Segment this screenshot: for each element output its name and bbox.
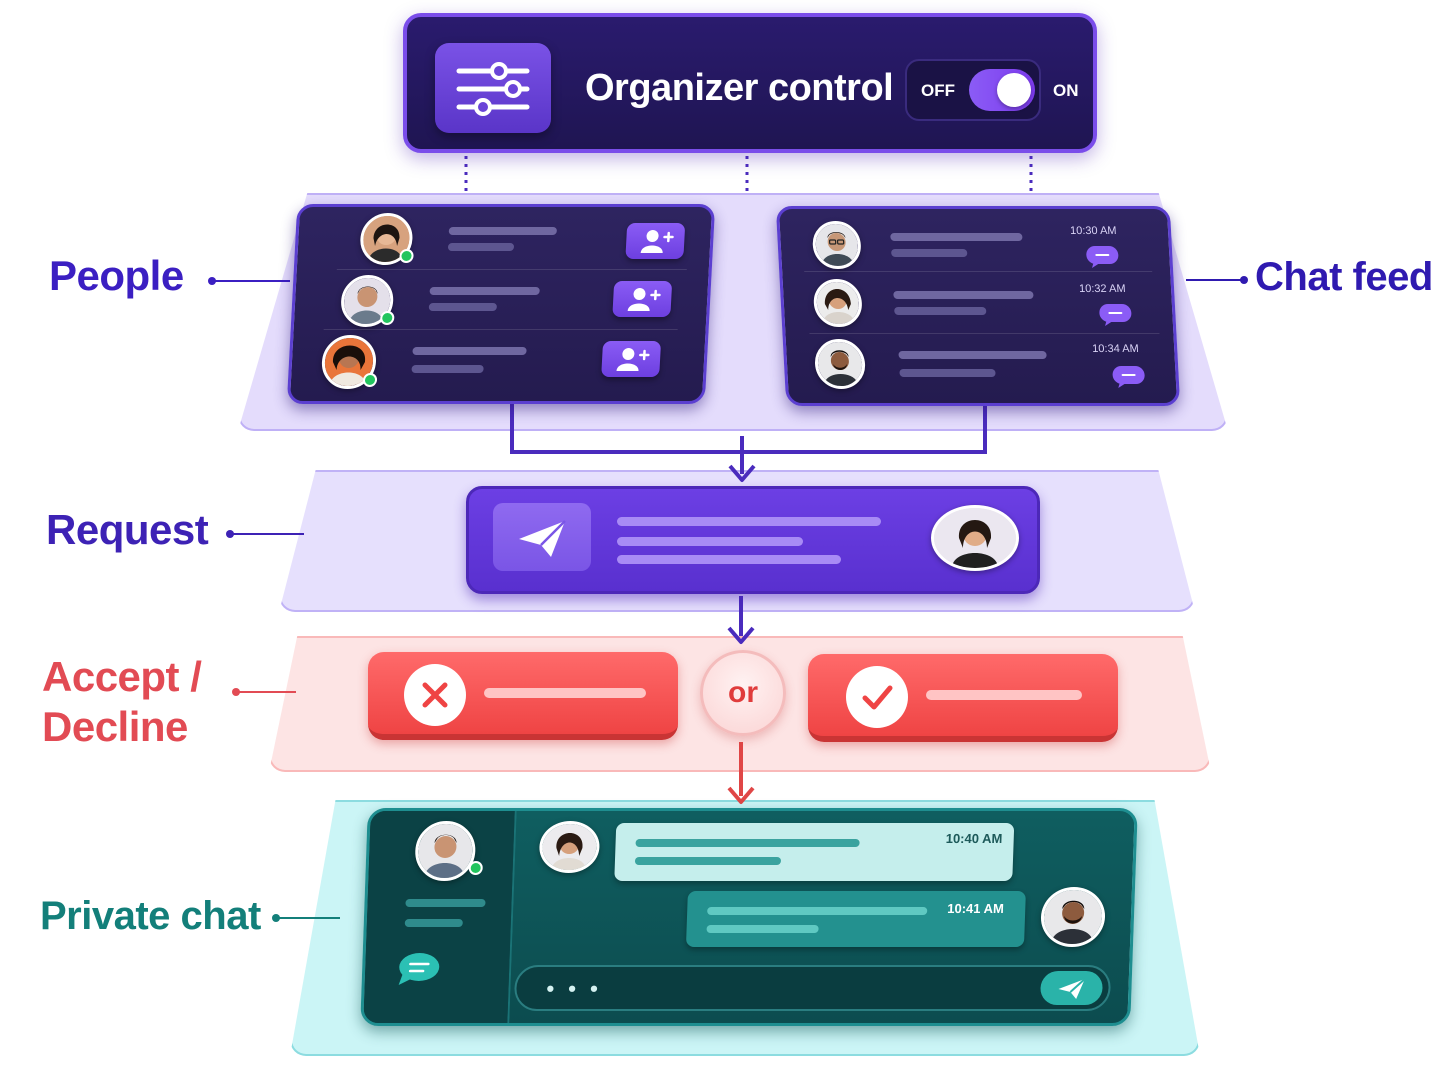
chat-bubble-icon[interactable]: [1085, 245, 1120, 268]
avatar: [1039, 887, 1107, 947]
check-icon: [846, 666, 908, 728]
organizer-toggle[interactable]: OFF: [905, 59, 1041, 121]
accept-button[interactable]: [808, 654, 1118, 742]
online-status-dot: [399, 249, 414, 263]
online-status-dot: [379, 311, 395, 325]
accept-decline-label-text: Accept / Decline: [42, 653, 202, 750]
row-divider: [809, 333, 1160, 334]
people-list-card: [286, 204, 716, 404]
people-label: People: [49, 252, 184, 299]
or-text: or: [728, 676, 758, 709]
placeholder-line: [634, 857, 782, 865]
placeholder-line: [890, 233, 1023, 241]
accept-decline-label: Accept / Decline: [42, 652, 242, 752]
placeholder-line: [447, 243, 515, 251]
chat-bubble-icon[interactable]: [1111, 365, 1146, 388]
outgoing-message: 10:41 AM: [685, 891, 1026, 947]
placeholder-line: [428, 303, 498, 311]
add-user-icon: [627, 288, 661, 311]
private-chat-window: 10:40 AM 10:41 AM • • •: [360, 808, 1138, 1026]
add-user-button[interactable]: [625, 223, 686, 259]
close-icon: [404, 664, 466, 726]
avatar: [359, 213, 414, 265]
row-divider: [323, 329, 678, 330]
placeholder-line: [707, 907, 928, 915]
row-divider: [804, 271, 1153, 272]
placeholder-line: [617, 555, 841, 564]
placeholder-line: [404, 919, 463, 927]
request-label: Request: [46, 506, 209, 553]
toggle-knob[interactable]: [997, 73, 1031, 107]
chat-feed-card: 10:30 AM 10:32 AM 10:34 AM: [775, 206, 1181, 406]
private-chat-label: Private chat: [40, 894, 261, 938]
avatar: [538, 821, 601, 873]
private-chat-sidebar: [363, 811, 517, 1023]
avatar: [320, 335, 378, 389]
message-time: 10:40 AM: [945, 831, 1003, 846]
add-user-icon: [616, 348, 650, 371]
placeholder-line: [891, 249, 968, 257]
online-status-dot: [362, 373, 378, 387]
placeholder-line: [448, 227, 558, 235]
placeholder-line: [898, 351, 1047, 359]
placeholder-line: [893, 291, 1034, 299]
send-icon: [493, 503, 591, 571]
avatar: [813, 339, 867, 389]
row-divider: [336, 269, 687, 270]
placeholder-line: [617, 537, 803, 546]
placeholder-line: [484, 688, 646, 698]
decline-button[interactable]: [368, 652, 678, 740]
message-time: 10:32 AM: [1078, 283, 1126, 295]
placeholder-line: [405, 899, 486, 907]
placeholder-line: [706, 925, 819, 933]
send-icon: [1058, 978, 1086, 999]
placeholder-line: [894, 307, 987, 315]
placeholder-line: [411, 365, 484, 373]
chat-bubble-icon[interactable]: [394, 951, 441, 989]
request-card[interactable]: [466, 486, 1040, 594]
sliders-icon[interactable]: [435, 43, 551, 133]
toggle-on-label: ON: [1053, 81, 1079, 100]
placeholder-line: [635, 839, 860, 847]
toggle-off-label: OFF: [921, 81, 955, 100]
organizer-control-panel: Organizer control OFF ON: [403, 13, 1097, 153]
typing-indicator: • • •: [546, 976, 603, 1001]
avatar: [339, 275, 395, 327]
send-button[interactable]: [1039, 971, 1104, 1005]
message-time: 10:41 AM: [947, 901, 1005, 916]
add-user-icon: [640, 230, 674, 253]
message-input[interactable]: • • •: [513, 965, 1112, 1011]
placeholder-line: [412, 347, 527, 355]
add-user-button[interactable]: [612, 281, 673, 317]
avatar: [931, 505, 1019, 571]
avatar[interactable]: [414, 821, 477, 881]
organizer-title: Organizer control: [585, 67, 894, 109]
placeholder-line: [899, 369, 996, 377]
placeholder-line: [617, 517, 881, 526]
chat-feed-label: Chat feed: [1255, 255, 1433, 299]
avatar: [812, 279, 864, 327]
toggle-track[interactable]: [969, 69, 1035, 111]
online-status-dot: [468, 861, 483, 875]
chat-bubble-icon[interactable]: [1098, 303, 1133, 326]
message-time: 10:34 AM: [1091, 343, 1140, 355]
or-separator: or: [700, 650, 786, 736]
placeholder-line: [926, 690, 1082, 700]
placeholder-line: [429, 287, 540, 295]
avatar: [811, 221, 863, 269]
add-user-button[interactable]: [601, 341, 662, 377]
incoming-message: 10:40 AM: [614, 823, 1015, 881]
message-time: 10:30 AM: [1069, 225, 1117, 237]
